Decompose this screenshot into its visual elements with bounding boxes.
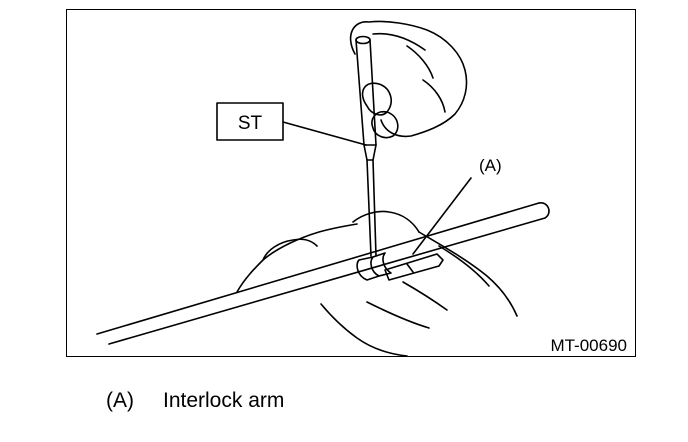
upper-hand-finger-2 <box>406 45 434 79</box>
upper-hand-fingertip <box>371 110 399 139</box>
hand-lower-contour-2 <box>366 301 430 329</box>
hand-lower-contour-3 <box>402 281 448 311</box>
tool-leader-line <box>282 121 367 146</box>
legend-key: (A) <box>106 389 134 412</box>
shift-rod-end <box>538 202 550 219</box>
part-leader-line <box>412 177 472 255</box>
figure-code: MT-00690 <box>550 336 627 355</box>
hand-right <box>352 210 420 233</box>
tool-shaft <box>355 39 377 146</box>
figure-frame: ST (A) MT-00690 <box>66 9 636 357</box>
legend-item: (A) Interlock arm <box>106 388 284 414</box>
interlock-arm-face <box>406 263 414 273</box>
tool-top <box>355 35 371 45</box>
shift-rod-top <box>96 202 540 335</box>
upper-hand-thumb <box>361 82 392 116</box>
interlock-arm <box>384 253 444 281</box>
tool-tip <box>366 159 377 257</box>
tool-neck <box>363 144 377 161</box>
upper-hand-outline <box>349 20 468 138</box>
legend: (A) Interlock arm <box>106 388 284 414</box>
shift-rod-bottom <box>108 217 546 345</box>
part-callout-label: (A) <box>479 156 502 175</box>
hand-lower-contour <box>320 303 408 356</box>
hand-right-palm-2 <box>438 245 490 287</box>
legend-text: Interlock arm <box>163 389 285 412</box>
tool-callout-label: ST <box>238 113 263 134</box>
hand-right-palm <box>418 231 518 317</box>
rod-collar-back <box>372 252 392 277</box>
upper-hand-finger-3 <box>422 79 446 113</box>
upper-hand-finger-1 <box>372 32 426 51</box>
hand-left-knuckles <box>262 238 318 261</box>
line-drawing: ST (A) MT-00690 <box>96 20 627 356</box>
hand-left <box>236 223 358 293</box>
